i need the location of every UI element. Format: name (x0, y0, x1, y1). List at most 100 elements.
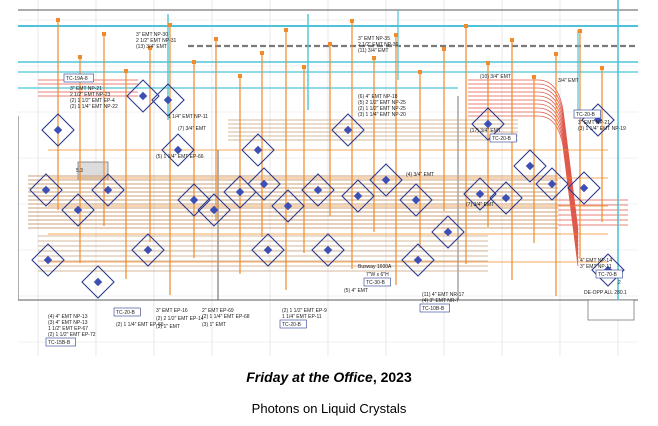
orange-conduit-end (350, 19, 354, 23)
diamond-node (189, 195, 199, 205)
callout-label: TC-15B-B (48, 340, 71, 346)
callout-label: 2 1/2" EMT NP-23 (70, 92, 111, 98)
diamond-outline (369, 163, 403, 197)
orange-conduit-end (600, 66, 604, 70)
callout-label: 3/4" EMT (558, 78, 579, 84)
tag-box (489, 133, 517, 143)
callout-label: 3" EMT EP-16 (156, 308, 188, 314)
diamond-nodes (29, 79, 625, 299)
callout-label: (3) 1" EMT (202, 322, 226, 328)
diamond-outline (151, 83, 185, 117)
diamond-outline (197, 193, 231, 227)
orange-conduit-end (510, 38, 514, 42)
callout-label: (4) 3/4" EMT (406, 172, 434, 178)
diamond-node (93, 277, 103, 287)
callout-label: TC-70-B (598, 272, 618, 278)
callout-label: TC-10B-B (422, 306, 445, 312)
diamond-outline (471, 107, 505, 141)
red-conduit (468, 107, 579, 259)
tag-box (113, 307, 141, 317)
diamond-outline (399, 183, 433, 217)
callout-label: (2) 1 1/2" EMT EP-9 (282, 308, 327, 314)
red-conduit (468, 95, 579, 247)
orange-conduit-end (260, 51, 264, 55)
callout-label: 7"W x 6"H (366, 272, 389, 278)
diamond-node (343, 125, 353, 135)
diamond-outline (591, 253, 625, 287)
callout-label: (2) 1 1/4" EMT EP-68 (202, 314, 250, 320)
callout-label: (5) 1 1/4" EMT EP-66 (156, 154, 204, 160)
orange-conduit-end (394, 33, 398, 37)
callout-label: 1 1/4" EMT NP-11 (168, 114, 208, 120)
diamond-outline (301, 173, 335, 207)
red-conduit (468, 111, 579, 263)
orange-conduit-end (78, 55, 82, 59)
tag-box (63, 73, 94, 83)
diamond-outline (41, 113, 75, 147)
diamond-outline (177, 183, 211, 217)
callout-label: 2 1/2" EMT NP-31 (136, 38, 177, 44)
callout-label: 3" EMT NP-21 (578, 120, 610, 126)
callout-label: 2" EMT EP-69 (202, 308, 234, 314)
tag-box (595, 269, 623, 279)
red-conduit (468, 91, 579, 243)
diamond-node (138, 91, 148, 101)
tag-box (279, 319, 307, 329)
callout-label: 3" EMT NP-21 (70, 86, 102, 92)
diamond-node (353, 191, 363, 201)
callout-label: 1 1/4" EMT EP-11 (282, 314, 322, 320)
walls (18, 9, 638, 321)
diamond-node (209, 205, 219, 215)
diamond-node (501, 193, 511, 203)
diamond-node (103, 185, 113, 195)
diamond-node (579, 183, 589, 193)
callout-label: (7) 3/4" EMT (178, 126, 206, 132)
callout-label: (3) 1 1/4" EMT NP-19 (578, 126, 626, 132)
diamond-outline (161, 133, 195, 167)
diamond-outline (311, 233, 345, 267)
orange-conduit-end (554, 52, 558, 56)
callout-label: (2) 1 1/2" EMT NP-25 (358, 106, 406, 112)
callout-label: (2) 1 1/4" EMT EP-66 (116, 322, 164, 328)
diamond-node (263, 245, 273, 255)
orange-conduit-end (464, 24, 468, 28)
red-conduit (468, 83, 579, 235)
diamond-outline (567, 171, 601, 205)
diamond-node (283, 201, 293, 211)
callout-label: (17) 3/4" EMT (470, 128, 501, 134)
diamond-outline (463, 177, 497, 211)
orange-conduit-end (124, 69, 128, 73)
callout-label: DE-OPP ALL 280.1 (584, 290, 627, 296)
callout-label: (6) 4" EMT NP-18 (358, 94, 398, 100)
diamond-outline (489, 181, 523, 215)
callout-label: (3) 4" EMT NP-13 (48, 320, 88, 326)
callout-label: (3) 1 1/4" EMT NP-20 (358, 112, 406, 118)
orange-conduit-end (284, 28, 288, 32)
diamond-node (53, 125, 63, 135)
diamond-node (475, 189, 485, 199)
tag-box (419, 303, 450, 313)
diamond-outline (31, 243, 65, 277)
tag-box (573, 109, 601, 119)
orange-conduits (48, 18, 608, 296)
conduit-bundles-tan (28, 119, 558, 272)
diamond-node (163, 95, 173, 105)
callouts: 3" EMT NP-302 1/2" EMT NP-31(13) 3/4" EM… (45, 32, 627, 347)
diamond-node (143, 245, 153, 255)
diamond-outline (513, 149, 547, 183)
tag-box (45, 337, 76, 347)
red-conduit (468, 115, 579, 267)
callout-label: (2) 1 1/2" EMT EP-4 (70, 98, 115, 104)
red-conduit (468, 99, 579, 251)
diamond-node (381, 175, 391, 185)
diamond-outline (29, 173, 63, 207)
diamond-outline (61, 193, 95, 227)
callout-label: (4) 4" EMT NP-13 (48, 314, 88, 320)
red-conduit (468, 103, 579, 255)
cyan-pipes (18, 0, 638, 300)
callout-label: (5) 4" EMT (344, 288, 368, 294)
orange-conduit-end (214, 37, 218, 41)
diamond-node (323, 245, 333, 255)
diamond-outline (81, 265, 115, 299)
orange-conduit-end (56, 18, 60, 22)
